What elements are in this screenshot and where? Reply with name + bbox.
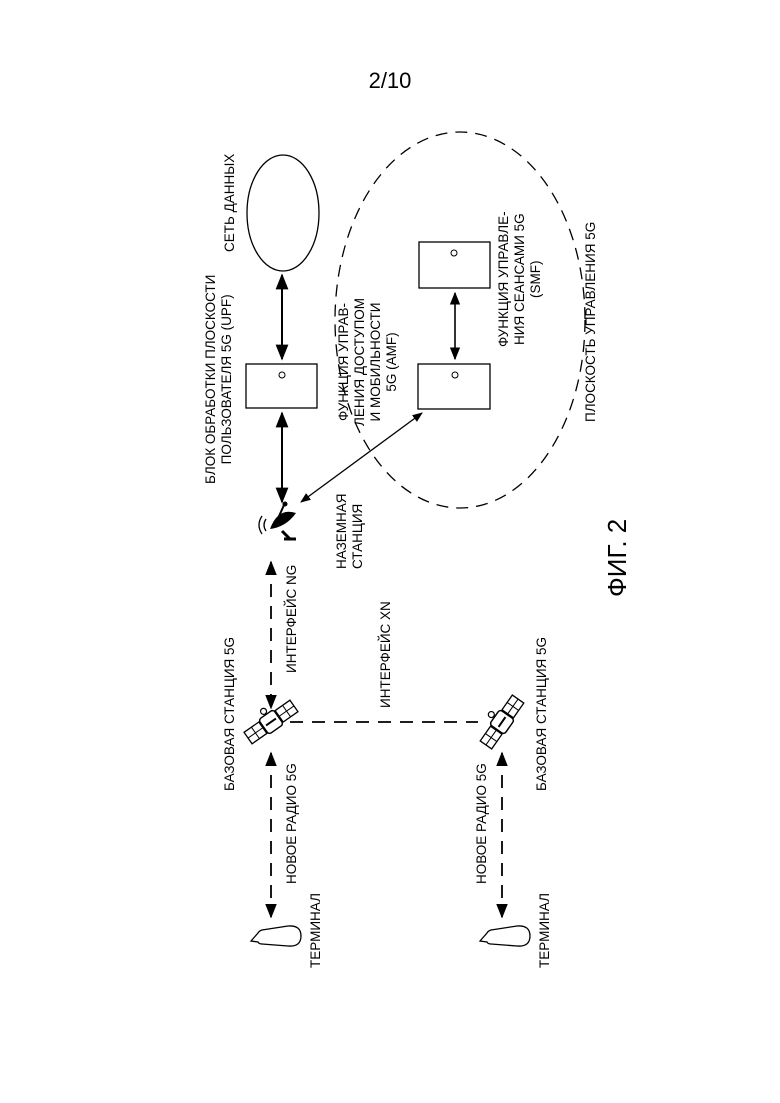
amf-box [418, 364, 490, 409]
terminal-1-label: ТЕРМИНАЛ [308, 893, 324, 968]
new-radio-2-label: НОВОЕ РАДИО 5G [474, 763, 490, 884]
ground-station-label: НАЗЕМНАЯ СТАНЦИЯ [334, 493, 366, 569]
upf-label: БЛОК ОБРАБОТКИ ПЛОСКОСТИ ПОЛЬЗОВАТЕЛЯ 5G… [203, 275, 235, 484]
terminal-icon-1 [251, 926, 301, 946]
terminal-2-label: ТЕРМИНАЛ [537, 893, 553, 968]
figure-label: ФИГ. 2 [602, 519, 632, 597]
xn-interface-label: ИНТЕРФЕЙС XN [378, 601, 394, 708]
base-station-1-label: БАЗОВАЯ СТАНЦИЯ 5G [222, 637, 238, 791]
new-radio-1-label: НОВОЕ РАДИО 5G [284, 763, 300, 884]
satellite-icon-1 [239, 693, 299, 746]
data-network-label: СЕТЬ ДАННЫХ [222, 154, 238, 252]
base-station-2-label: БАЗОВАЯ СТАНЦИЯ 5G [534, 637, 550, 791]
control-plane-label: ПЛОСКОСТЬ УПРАВЛЕНИЯ 5G [583, 222, 599, 422]
data-network-ellipse [247, 155, 319, 271]
terminal-icon-2 [480, 926, 530, 946]
upf-port [279, 372, 285, 378]
upf-box [246, 364, 317, 408]
amf-port [452, 372, 458, 378]
ng-interface-label: ИНТЕРФЕЙС NG [284, 565, 300, 673]
amf-label: ФУНКЦИЯ УПРАВ- ЛЕНИЯ ДОСТУПОМ И МОБИЛЬНО… [336, 298, 400, 426]
smf-box [419, 242, 490, 288]
ground-station-dish-icon [259, 502, 296, 540]
smf-label: ФУНКЦИЯ УПРАВЛЕ- НИЯ СЕАНСАМИ 5G (SMF) [496, 211, 544, 347]
satellite-icon-2 [473, 690, 526, 750]
smf-port [451, 250, 457, 256]
